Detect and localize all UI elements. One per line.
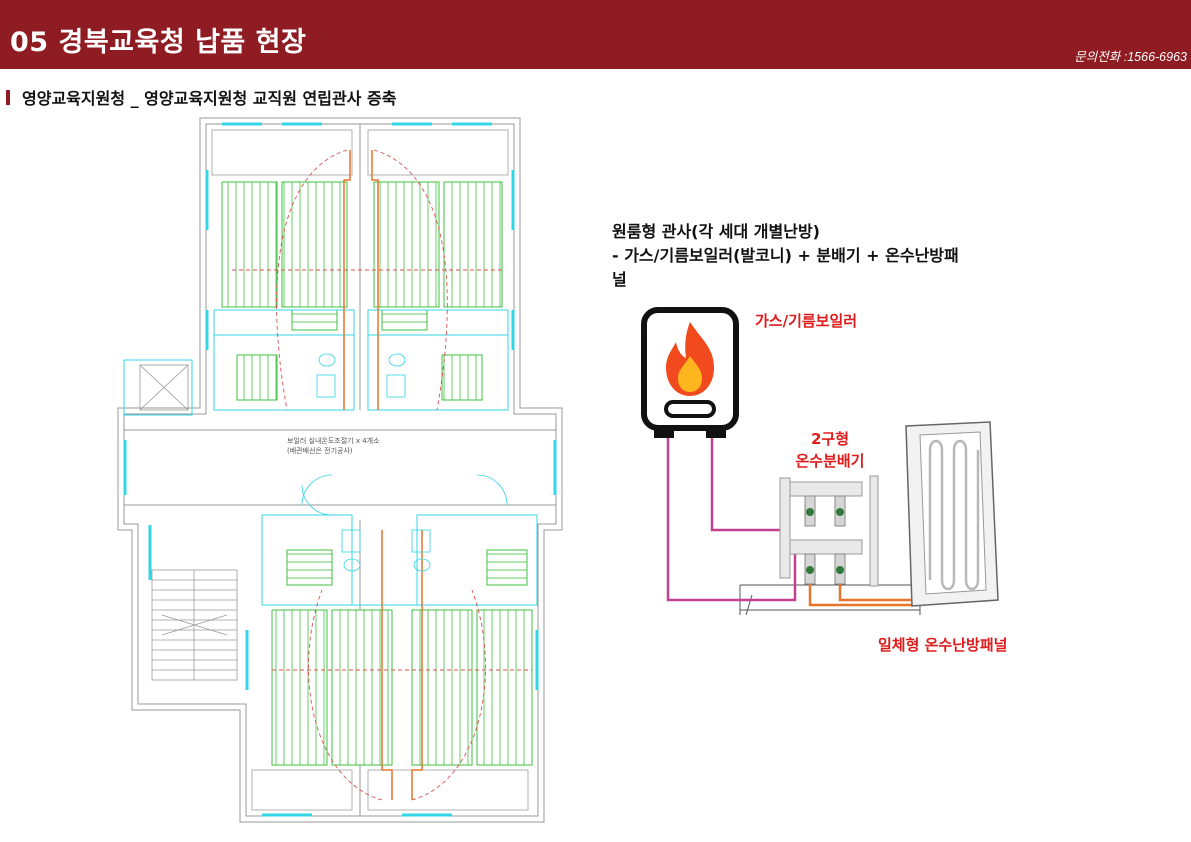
subtitle-marker <box>6 89 10 105</box>
plan-note-line2: (배관배선은 전기공사) <box>287 446 353 455</box>
distributor-label: 2구형 온수분배기 <box>780 428 880 472</box>
plan-note-line1: 보일러 실내온도조절기 x 4개소 <box>287 436 380 445</box>
boiler-icon <box>641 307 739 438</box>
panel-label: 일체형 온수난방패널 <box>878 636 1008 654</box>
boiler-label: 가스/기름보일러 <box>755 312 858 330</box>
page-title: 05 경북교육청 납품 현장 <box>10 27 307 58</box>
panel-pipes <box>808 584 918 607</box>
heating-system-diagram: 가스/기름보일러 2구형 온수분배기 일체형 온수난방패널 <box>630 300 1050 654</box>
section-subtitle: 영양교육지원청 _ 영양교육지원청 교직원 연립관사 증축 <box>6 86 396 108</box>
description-line1: 원룸형 관사(각 세대 개별난방) <box>612 222 820 241</box>
distributor-icon <box>779 475 879 587</box>
description-line3: 널 <box>612 270 627 289</box>
distributor-label-line1: 2구형 <box>810 430 850 448</box>
heating-panel-icon <box>905 421 999 607</box>
description-line2: - 가스/기름보일러(발코니) + 분배기 + 온수난방패 <box>612 246 959 265</box>
subtitle-text: 영양교육지원청 _ 영양교육지원청 교직원 연립관사 증축 <box>22 89 397 108</box>
contact-phone: 문의전화 :1566-6963 <box>1074 50 1187 64</box>
description-block: 원룸형 관사(각 세대 개별난방) - 가스/기름보일러(발코니) + 분배기 … <box>612 220 959 292</box>
distributor-label-line2: 온수분배기 <box>795 452 865 470</box>
floor-plan-drawing: 보일러 실내온도조절기 x 4개소 (배관배선은 전기공사) <box>112 110 582 832</box>
header-bar: 05 경북교육청 납품 현장 문의전화 :1566-6963 <box>0 0 1191 69</box>
